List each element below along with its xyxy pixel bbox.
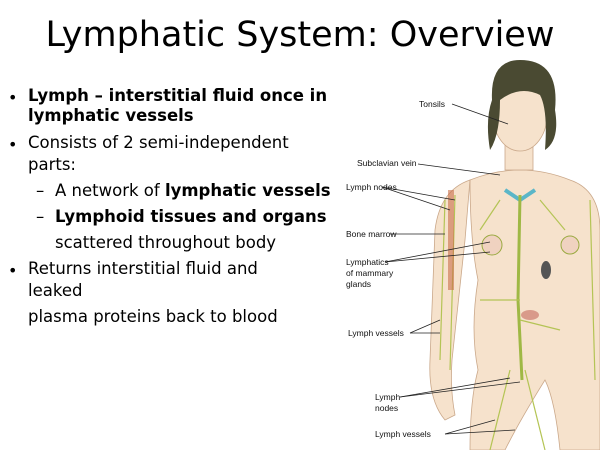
bullet-marker: • bbox=[8, 135, 18, 154]
label-lymph-nodes-lower-2: nodes bbox=[375, 403, 399, 413]
bullet-3-line-2: leaked bbox=[28, 281, 83, 300]
sub-bullet-1: A network of lymphatic vessels bbox=[55, 181, 331, 201]
label-lymph-vessels-leg: Lymph vessels bbox=[375, 429, 431, 439]
label-mammary-lymphatics-2: of mammary bbox=[346, 268, 394, 278]
label-mammary-lymphatics-3: glands bbox=[346, 279, 372, 289]
dash-marker: – bbox=[36, 207, 45, 226]
label-lymph-nodes-lower-1: Lymph bbox=[375, 392, 401, 402]
label-mammary-lymphatics-1: Lymphatics bbox=[346, 257, 389, 267]
bold-text: lymphatic vessels bbox=[28, 106, 194, 125]
bullet-3-line-1: Returns interstitial fluid and bbox=[28, 259, 258, 278]
bullet-1-line-1: Lymph – interstitial fluid once in bbox=[28, 86, 327, 106]
bold-text: Lymph – interstitial fluid once in bbox=[28, 86, 328, 105]
slide-title: Lymphatic System: Overview bbox=[45, 15, 555, 55]
bullet-1-line-2: lymphatic vessels bbox=[28, 106, 194, 126]
bold-text: lymphatic vessels bbox=[164, 181, 331, 200]
bullet-3-line-3: plasma proteins back to blood bbox=[28, 307, 278, 326]
label-bone-marrow: Bone marrow bbox=[346, 229, 397, 239]
label-subclavian-vein: Subclavian vein bbox=[357, 158, 417, 168]
sub-bullet-2-cont: scattered throughout body bbox=[55, 233, 277, 252]
label-lymph-vessels-arm: Lymph vessels bbox=[348, 328, 404, 338]
label-lymph-nodes-upper: Lymph nodes bbox=[346, 182, 397, 192]
text: A network of bbox=[55, 181, 165, 200]
bullet-marker: • bbox=[8, 88, 18, 107]
bold-text: Lymphoid tissues and organs bbox=[55, 207, 327, 226]
sub-bullet-2: Lymphoid tissues and organs bbox=[55, 207, 327, 227]
bullet-marker: • bbox=[8, 261, 18, 280]
bullet-2-line-1: Consists of 2 semi-independent bbox=[28, 133, 289, 152]
label-tonsils: Tonsils bbox=[419, 99, 445, 109]
dash-marker: – bbox=[36, 181, 45, 200]
bullet-2-line-2: parts: bbox=[28, 155, 76, 174]
